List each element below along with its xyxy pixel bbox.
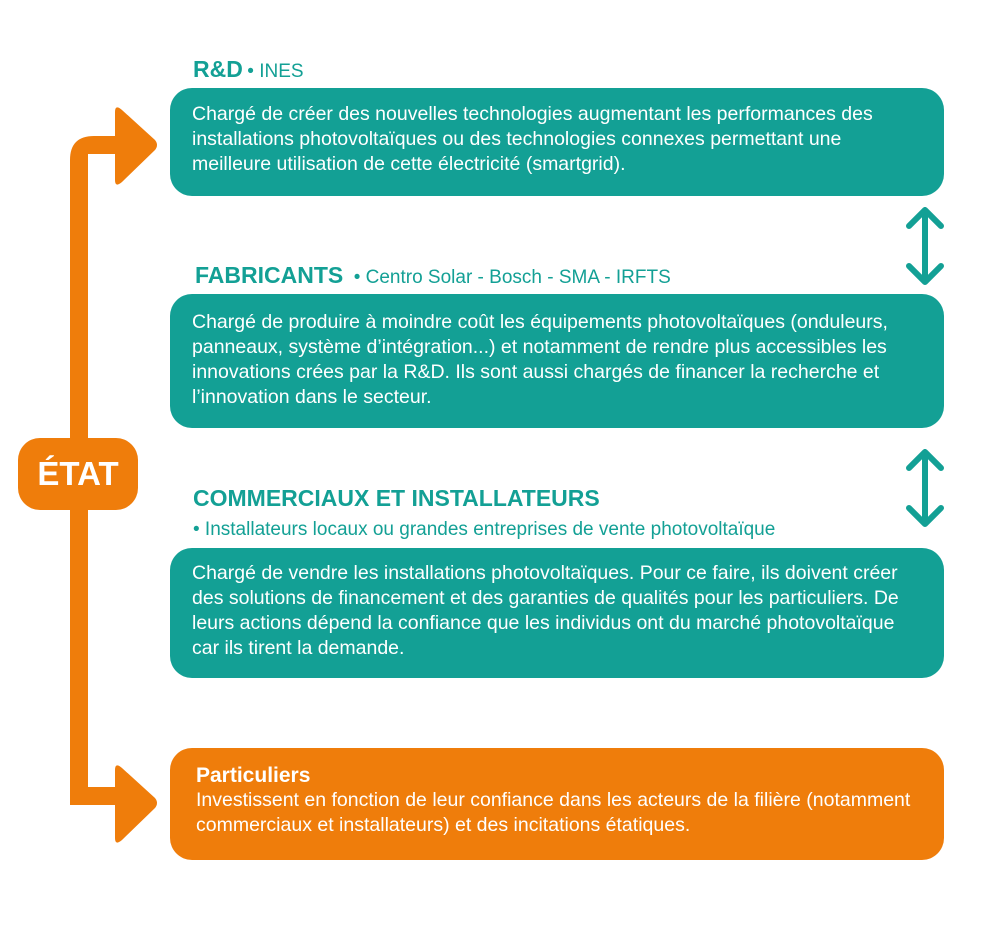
fabricants-actors: • Centro Solar - Bosch - SMA - IRFTS xyxy=(353,267,671,288)
commerciaux-actors: • Installateurs locaux ou grandes entrep… xyxy=(193,519,776,540)
fabricants-box: Chargé de produire à moindre coût les éq… xyxy=(170,294,944,428)
commerciaux-text: Chargé de vendre les installations photo… xyxy=(192,562,899,659)
fabricants-title: FABRICANTS xyxy=(195,262,344,288)
double-arrow-icon xyxy=(906,449,944,527)
particuliers-title: Particuliers xyxy=(196,764,311,787)
etat-badge: ÉTAT xyxy=(18,438,138,510)
arrow-to-rd-icon xyxy=(115,107,157,185)
commerciaux-header: COMMERCIAUX ET INSTALLATEURS xyxy=(193,485,600,512)
arrow-to-particuliers-icon xyxy=(115,765,157,843)
fabricants-text: Chargé de produire à moindre coût les éq… xyxy=(192,311,888,408)
fabricants-header: FABRICANTS • Centro Solar - Bosch - SMA … xyxy=(195,262,671,289)
particuliers-text: Investissent en fonction de leur confian… xyxy=(196,789,911,836)
etat-label: ÉTAT xyxy=(37,455,119,492)
commerciaux-actors-line: • Installateurs locaux ou grandes entrep… xyxy=(193,519,775,541)
rd-text: Chargé de créer des nouvelles technologi… xyxy=(192,103,873,175)
rd-actors: • INES xyxy=(247,61,304,82)
etat-bracket-arrow xyxy=(70,107,157,843)
commerciaux-title: COMMERCIAUX ET INSTALLATEURS xyxy=(193,485,600,511)
particuliers-box: Particuliers Investissent en fonction de… xyxy=(170,748,944,860)
commerciaux-box: Chargé de vendre les installations photo… xyxy=(170,548,944,678)
double-arrow-icon xyxy=(906,207,944,285)
rd-box: Chargé de créer des nouvelles technologi… xyxy=(170,88,944,196)
rd-header: R&D • INES xyxy=(193,56,304,83)
rd-title: R&D xyxy=(193,56,243,82)
